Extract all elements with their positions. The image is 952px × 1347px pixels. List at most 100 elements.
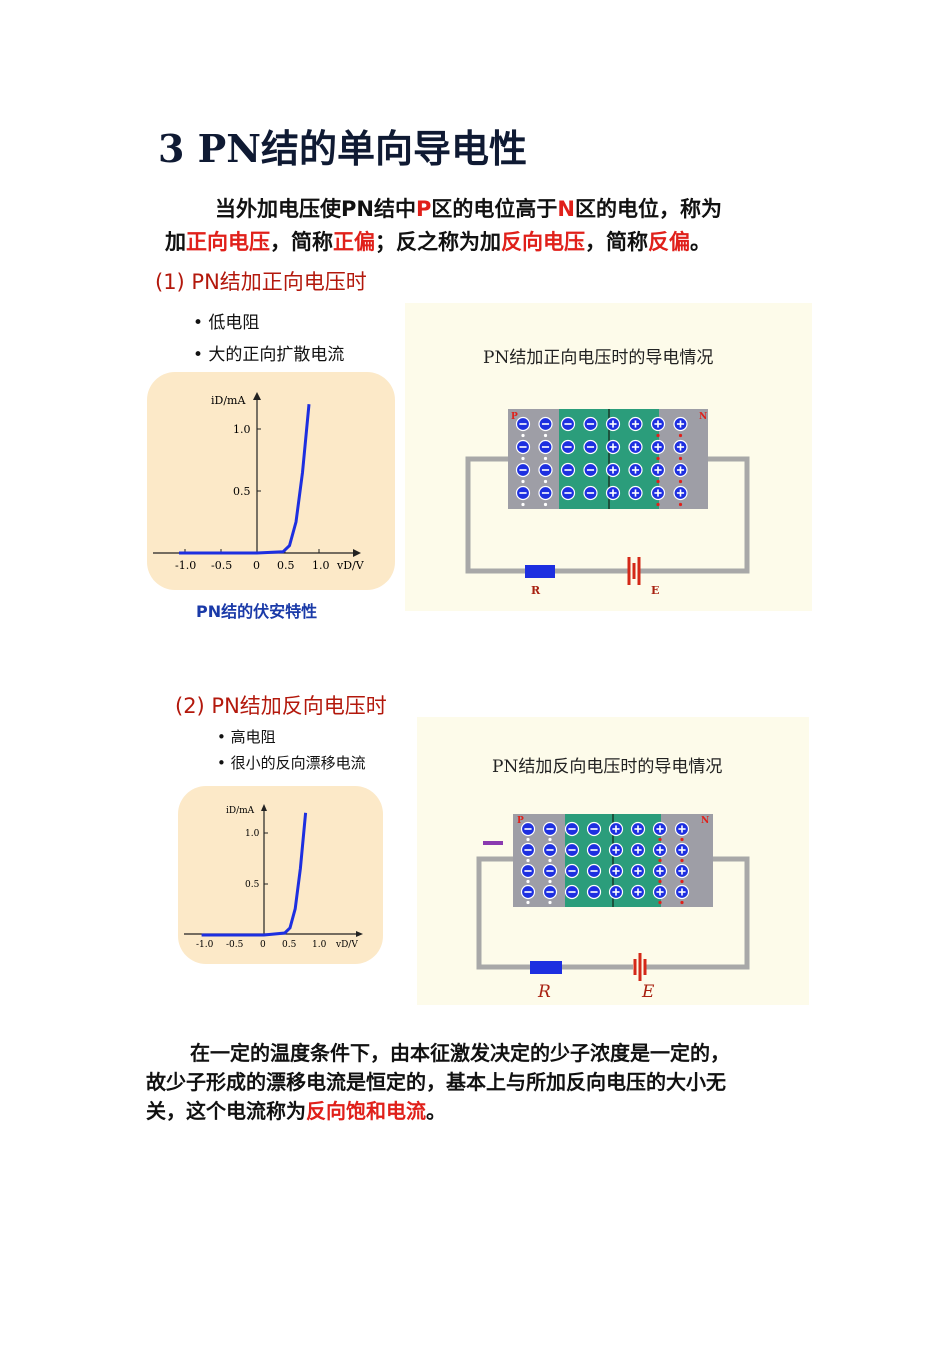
- forward-circuit: R E P N: [465, 409, 750, 597]
- hole-carrier: [526, 900, 530, 905]
- electron-carrier: [656, 456, 660, 461]
- electron-carrier: [678, 502, 683, 507]
- hole-carrier: [543, 456, 548, 461]
- intro-highlight: N: [557, 197, 575, 221]
- reverse-circuit: R E P N: [476, 814, 750, 1002]
- electron-carrier: [680, 900, 684, 905]
- hole-carrier: [543, 433, 548, 438]
- reverse-diagram-panel: PN结加反向电压时的导电情况 R E P N: [417, 717, 809, 1005]
- x-tick-label: 0.5: [277, 559, 295, 572]
- hole-carrier: [543, 479, 548, 484]
- intro-text: ，简称: [270, 230, 333, 254]
- forward-bullet: • 低电阻: [193, 313, 260, 333]
- bottom-text: 关，这个电流称为: [146, 1099, 306, 1123]
- ion-grid: [520, 821, 690, 905]
- electron-carrier: [680, 879, 684, 884]
- hole-carrier: [526, 879, 530, 884]
- x-tick-label: 0: [253, 559, 260, 572]
- y-axis-label: iD/mA: [226, 806, 255, 816]
- intro-highlight: 正向电压: [186, 230, 270, 254]
- x-tick-label: 1.0: [312, 940, 327, 950]
- forward-heading: (1) PN结加正向电压时: [155, 270, 367, 294]
- intro-text: 。: [690, 230, 711, 254]
- hole-carrier: [548, 900, 552, 905]
- reverse-heading: (2) PN结加反向电压时: [175, 694, 387, 718]
- e-label: E: [641, 982, 655, 1002]
- hole-carrier: [548, 879, 552, 884]
- circuit-wire: [476, 856, 750, 970]
- n-label: N: [699, 412, 707, 422]
- hole-carrier: [548, 837, 552, 842]
- hole-carrier: [521, 456, 525, 461]
- hole-carrier: [521, 479, 525, 484]
- bottom-highlight: 反向饱和电流: [306, 1099, 426, 1123]
- intro-highlight: 正偏: [333, 230, 375, 254]
- electron-carrier: [658, 879, 662, 884]
- intro-text: 当外加电压使PN结中: [215, 197, 416, 221]
- forward-iv-chart: iD/mA 1.0 0.5 -1.0 -0.5 0 0.5 1.0 vD/V: [153, 392, 365, 572]
- electron-carrier: [656, 479, 660, 484]
- intro-highlight: 反偏: [648, 230, 690, 254]
- electron-carrier: [658, 858, 662, 863]
- x-tick-label: 0.5: [282, 940, 297, 950]
- reverse-bullet: • 高电阻: [217, 728, 276, 746]
- x-tick-label: 0: [260, 940, 266, 950]
- electron-carrier: [678, 479, 683, 484]
- reverse-iv-chart: iD/mA 1.0 0.5 -1.0 -0.5 0 0.5 1.0 vD/V: [184, 804, 363, 950]
- y-tick-label: 0.5: [233, 485, 251, 498]
- hole-carrier: [526, 837, 530, 842]
- electron-carrier: [658, 900, 662, 905]
- iv-curve: [179, 404, 311, 555]
- iv-curve: [201, 812, 308, 937]
- intro-text: 加: [165, 230, 186, 254]
- forward-bullet: • 大的正向扩散电流: [193, 345, 345, 365]
- r-label: R: [531, 584, 541, 597]
- intro-text: ，简称: [585, 230, 648, 254]
- intro-line-1: 当外加电压使PN结中P区的电位高于N区的电位，称为: [215, 193, 722, 223]
- electron-carrier: [680, 858, 684, 863]
- diagram-title: PN结加正向电压时的导电情况: [483, 348, 714, 368]
- hole-carrier: [543, 502, 548, 507]
- electron-carrier: [678, 433, 683, 438]
- bottom-line-3: 关，这个电流称为反向饱和电流。: [146, 1095, 446, 1124]
- diagram-title: PN结加反向电压时的导电情况: [492, 757, 723, 777]
- x-tick-label: -1.0: [196, 940, 214, 950]
- n-label: N: [701, 816, 709, 826]
- intro-text: ；反之称为加: [375, 230, 501, 254]
- y-tick-label: 0.5: [245, 880, 260, 890]
- circuit-wire: [465, 456, 750, 574]
- x-tick-label: 1.0: [312, 559, 330, 572]
- resistor: [530, 961, 562, 974]
- reverse-iv-card: iD/mA 1.0 0.5 -1.0 -0.5 0 0.5 1.0 vD/V: [178, 786, 383, 964]
- y-tick-label: 1.0: [233, 423, 251, 436]
- hole-carrier: [521, 433, 525, 438]
- electron-carrier: [658, 837, 662, 842]
- intro-text: 区的电位，称为: [574, 197, 722, 221]
- y-axis-label: iD/mA: [211, 394, 246, 407]
- ion-grid: [515, 416, 688, 507]
- p-label: P: [511, 412, 518, 422]
- hole-carrier: [526, 858, 530, 863]
- page-title: 3 PN结的单向导电性: [158, 126, 527, 171]
- x-axis-label: vD/V: [335, 940, 358, 950]
- forward-diagram-panel: PN结加正向电压时的导电情况 R E P N: [405, 303, 812, 611]
- bottom-line-2: 故少子形成的漂移电流是恒定的，基本上与所加反向电压的大小无: [146, 1070, 726, 1094]
- forward-iv-card: iD/mA 1.0 0.5 -1.0 -0.5 0 0.5 1.0 vD/V: [147, 372, 395, 590]
- electron-carrier: [678, 456, 683, 461]
- x-axis-arrow: [356, 931, 363, 937]
- y-tick-label: 1.0: [245, 829, 260, 839]
- e-label: E: [651, 584, 659, 597]
- reverse-bullet: • 很小的反向漂移电流: [217, 754, 366, 772]
- intro-highlight: P: [415, 197, 432, 221]
- electron-carrier: [656, 433, 660, 438]
- x-tick-label: -0.5: [211, 559, 232, 572]
- electron-carrier: [656, 502, 660, 507]
- x-tick-label: -1.0: [175, 559, 196, 572]
- x-axis-arrow: [353, 549, 361, 557]
- bottom-line-1: 在一定的温度条件下，由本征激发决定的少子浓度是一定的，: [190, 1041, 730, 1065]
- p-label: P: [517, 816, 524, 826]
- hole-carrier: [521, 502, 525, 507]
- hole-carrier: [548, 858, 552, 863]
- r-label: R: [537, 982, 551, 1002]
- electron-carrier: [680, 837, 684, 842]
